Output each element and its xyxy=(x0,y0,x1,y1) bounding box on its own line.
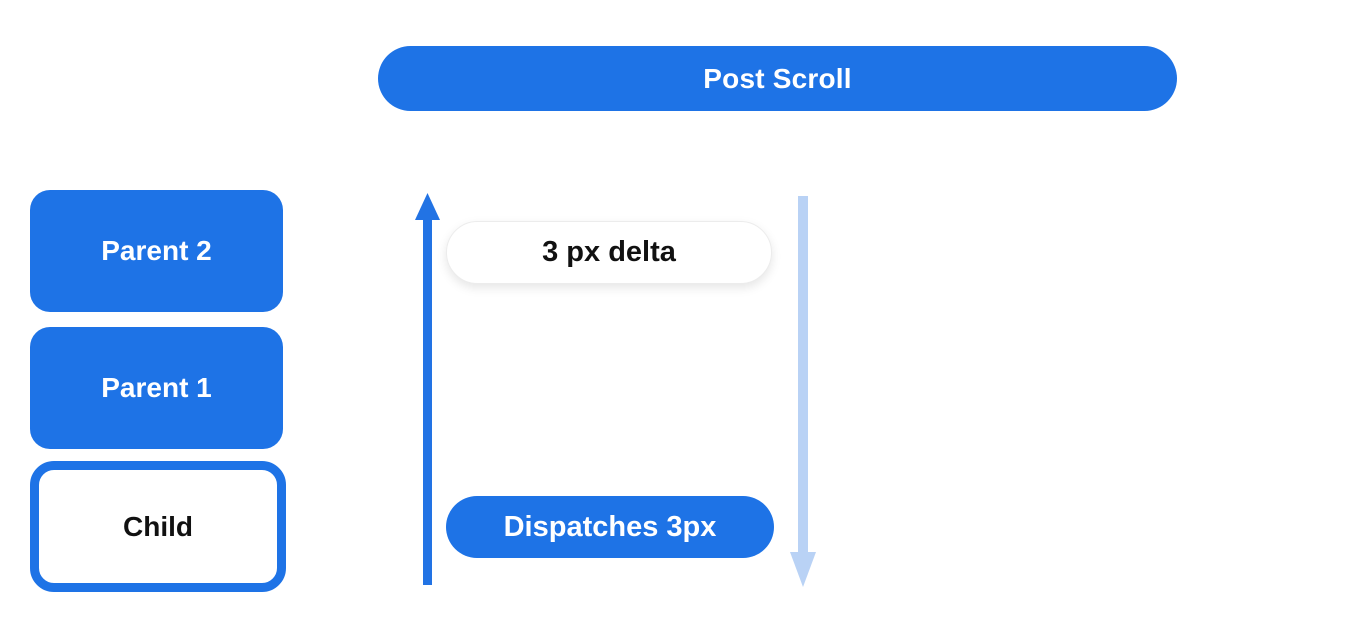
delta-pill: 3 px delta xyxy=(446,221,772,284)
child-box: Child xyxy=(30,461,286,592)
scroll-up-arrow-icon xyxy=(415,193,440,585)
parent2-box: Parent 2 xyxy=(30,190,283,312)
dispatch-pill: Dispatches 3px xyxy=(446,496,774,558)
dispatch-down-arrow-icon xyxy=(790,196,816,587)
dispatch-label: Dispatches 3px xyxy=(503,510,717,543)
parent1-box: Parent 1 xyxy=(30,327,283,449)
post-scroll-header: Post Scroll xyxy=(378,46,1177,111)
parent2-label: Parent 2 xyxy=(101,235,212,266)
child-label: Child xyxy=(123,510,193,542)
post-scroll-label: Post Scroll xyxy=(703,62,852,94)
parent1-label: Parent 1 xyxy=(101,372,212,403)
delta-label: 3 px delta xyxy=(542,236,676,268)
